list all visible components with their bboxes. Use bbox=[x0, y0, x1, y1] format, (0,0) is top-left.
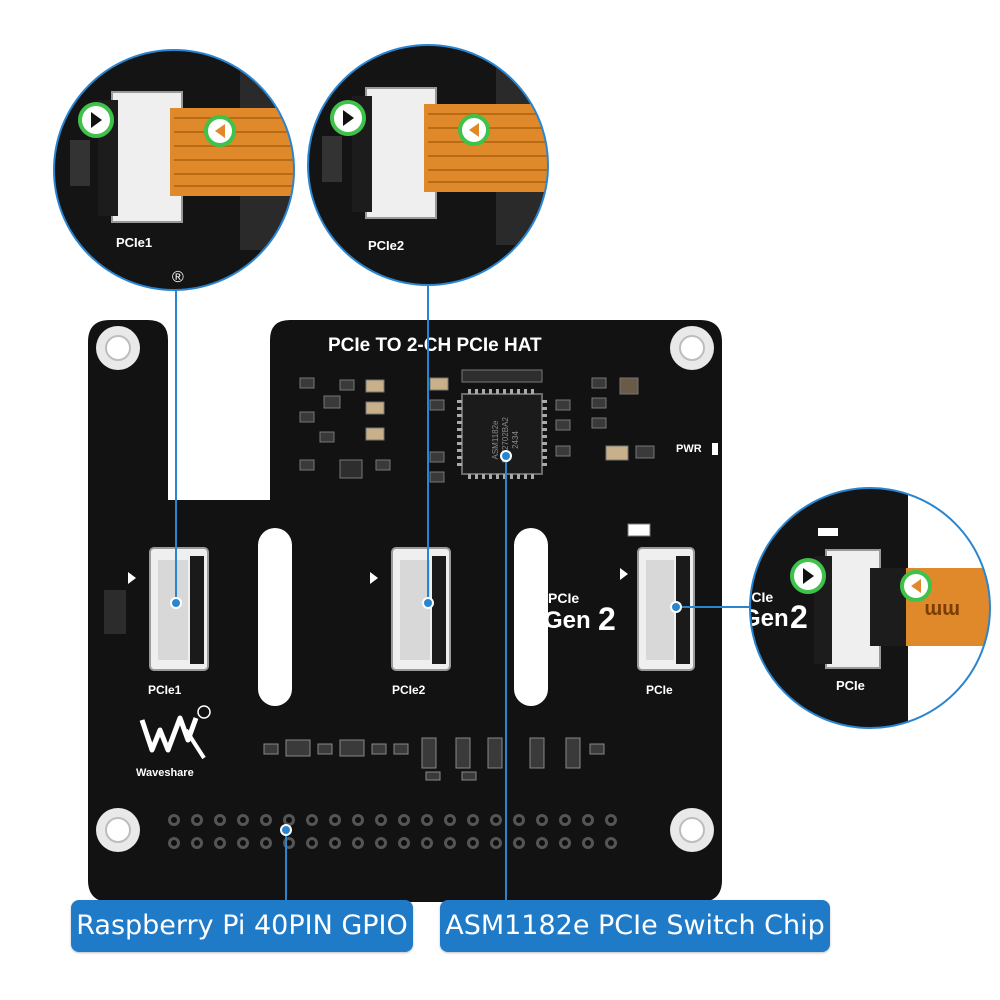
zoom-pcie: mm PCIe Gen 2 PCIe bbox=[742, 487, 991, 729]
smd-part bbox=[565, 737, 581, 769]
pcie1-connector bbox=[128, 547, 209, 671]
board-slot bbox=[258, 528, 292, 706]
pcie2-label: PCIe2 bbox=[392, 683, 426, 697]
pcie-switch-chip: ASM1182e BIV2702BA2 2434 bbox=[457, 389, 547, 479]
smd-part bbox=[365, 427, 385, 441]
smd-part bbox=[461, 369, 543, 383]
zoom-gen-word: Gen bbox=[742, 605, 789, 632]
smd-part bbox=[529, 737, 545, 769]
smd-part bbox=[299, 459, 315, 471]
smd-part bbox=[591, 377, 607, 389]
smd-part bbox=[589, 743, 605, 755]
gen-word: Gen bbox=[544, 607, 591, 634]
smd-part bbox=[285, 739, 311, 757]
pcie-label: PCIe bbox=[646, 683, 673, 697]
chip-callout: ASM1182e PCIe Switch Chip bbox=[440, 900, 830, 952]
zoom-pcie2: PCIe2 bbox=[307, 44, 549, 286]
smd-part bbox=[425, 771, 441, 781]
smd-part bbox=[455, 737, 471, 769]
smd-part bbox=[365, 401, 385, 415]
smd-part bbox=[461, 771, 477, 781]
zoom-pcie2-label: PCIe2 bbox=[368, 238, 404, 253]
gen-prefix: PCIe bbox=[548, 590, 579, 606]
smd-part bbox=[299, 411, 315, 423]
smd-part bbox=[555, 445, 571, 457]
smd-part bbox=[591, 417, 607, 429]
pcie-connector bbox=[620, 547, 695, 671]
smd-part bbox=[339, 379, 355, 391]
header-pads bbox=[104, 590, 126, 634]
leader-lines bbox=[175, 280, 752, 900]
zoom-pcie-label: PCIe bbox=[836, 678, 865, 693]
pwr-label: PWR bbox=[676, 443, 702, 455]
smd-part bbox=[429, 471, 445, 483]
smd-part bbox=[317, 743, 333, 755]
chip-marking-2: BIV2702BA2 bbox=[501, 417, 510, 463]
smd-part bbox=[591, 397, 607, 409]
zoom-ring bbox=[749, 487, 991, 729]
smd-part bbox=[339, 459, 363, 479]
smd-part bbox=[555, 419, 571, 431]
waveshare-logo: Waveshare bbox=[136, 705, 211, 779]
board-title: PCIe TO 2-CH PCIe HAT bbox=[328, 335, 542, 356]
smd-part bbox=[429, 399, 445, 411]
smd-part bbox=[627, 523, 651, 537]
smd-part bbox=[487, 737, 503, 769]
pcie2-connector bbox=[370, 547, 451, 671]
smd-part bbox=[319, 431, 335, 443]
smd-part bbox=[429, 451, 445, 463]
svg-text:®: ® bbox=[172, 269, 184, 286]
pcie1-label: PCIe1 bbox=[148, 683, 182, 697]
smd-part bbox=[393, 743, 409, 755]
smd-part bbox=[605, 445, 629, 461]
smd-part bbox=[421, 737, 437, 769]
chip-marking-3: 2434 bbox=[511, 431, 520, 449]
smd-part bbox=[339, 739, 365, 757]
zoom-cable-text: mm bbox=[924, 599, 960, 621]
lower-components bbox=[263, 737, 605, 781]
passive-components bbox=[299, 369, 655, 537]
smd-part bbox=[365, 379, 385, 393]
zoom-pcie1-label: PCIe1 bbox=[116, 235, 152, 250]
smd-part bbox=[371, 743, 387, 755]
gpio-callout: Raspberry Pi 40PIN GPIO bbox=[71, 900, 413, 952]
zoom-ring bbox=[307, 44, 549, 286]
leader-dots bbox=[170, 450, 682, 836]
chip-marking-1: ASM1182e bbox=[491, 420, 500, 460]
board-slot bbox=[514, 528, 548, 706]
brand-name: Waveshare bbox=[136, 767, 194, 779]
smd-part bbox=[635, 445, 655, 459]
smd-part bbox=[429, 377, 449, 391]
smd-part bbox=[299, 377, 315, 389]
zoom-gen-prefix: PCIe bbox=[742, 589, 773, 605]
smd-part bbox=[619, 377, 639, 395]
zoom-ring bbox=[53, 49, 295, 291]
smd-part bbox=[323, 395, 341, 409]
zoom-gen-number: 2 bbox=[790, 599, 808, 635]
smd-part bbox=[555, 399, 571, 411]
zoom-pcie1: PCIe1 ® bbox=[53, 49, 295, 291]
gen-number: 2 bbox=[598, 601, 616, 637]
smd-part bbox=[375, 459, 391, 471]
gpio-header bbox=[168, 814, 617, 849]
smd-part bbox=[263, 743, 279, 755]
